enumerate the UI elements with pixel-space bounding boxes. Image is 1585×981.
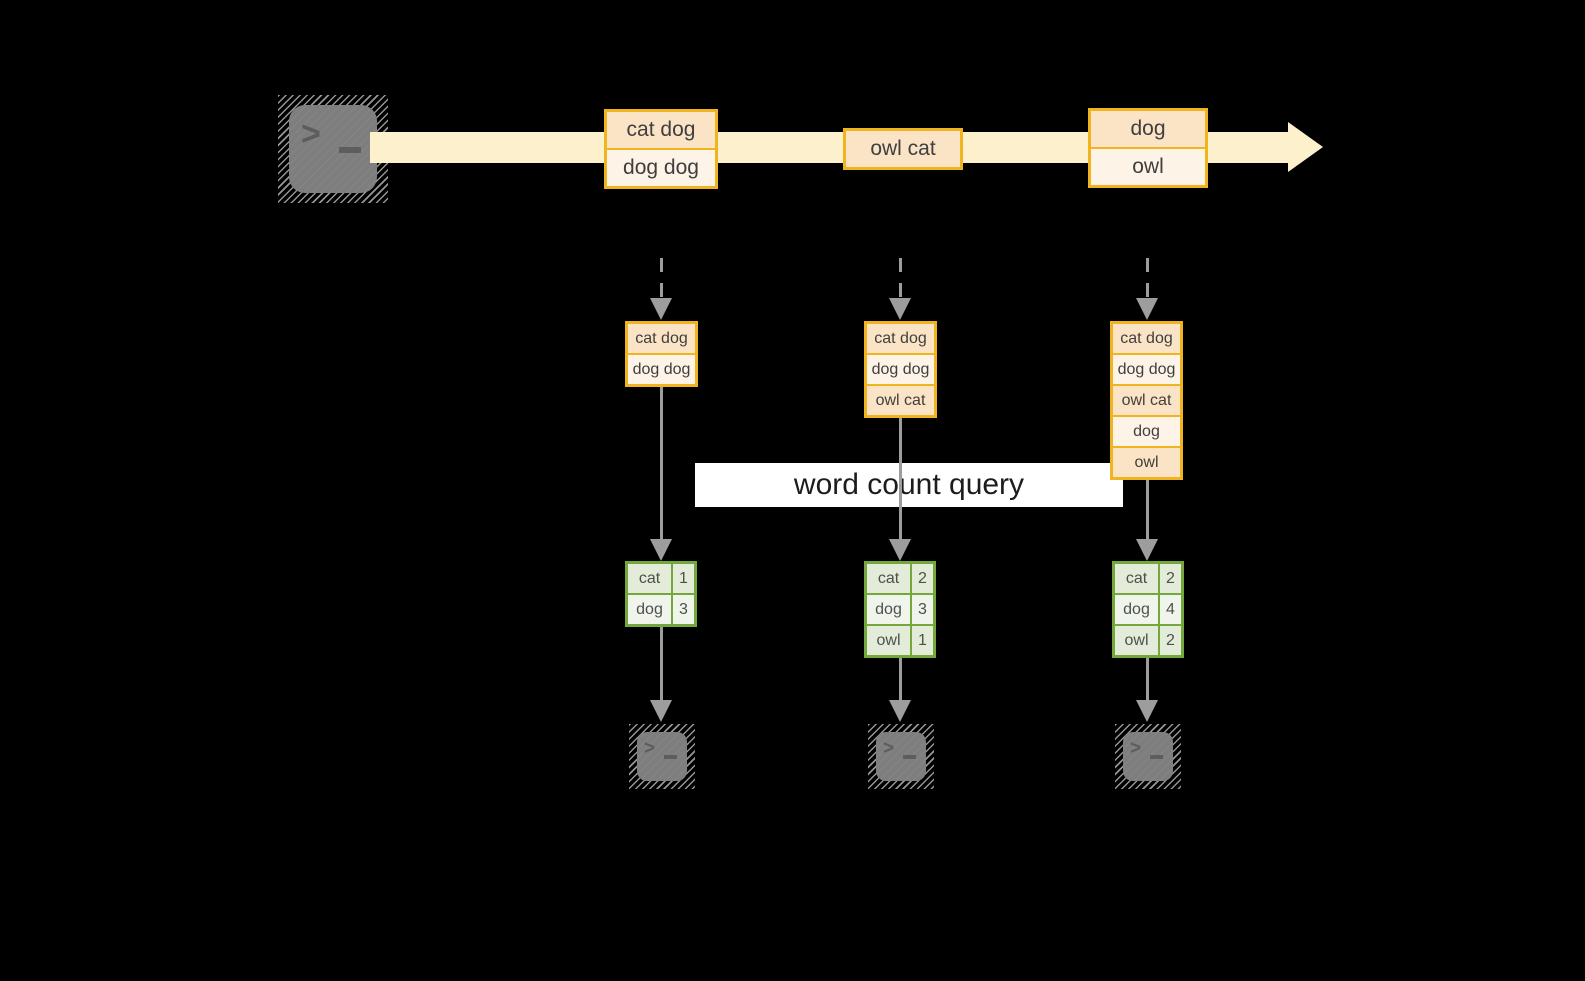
message: cat dog	[1113, 324, 1180, 353]
word-cell: owl	[1115, 626, 1158, 655]
message: owl cat	[1113, 386, 1180, 415]
word-cell: dog	[628, 595, 671, 624]
arrowhead-icon	[889, 298, 911, 320]
count-table-1: cat 1 dog 3	[625, 561, 697, 627]
word-cell: dog	[1115, 595, 1158, 624]
sink-terminal-icon-1: >	[629, 724, 695, 789]
table-row: cat 1	[628, 564, 694, 593]
table-row: owl 2	[1115, 626, 1181, 655]
terminal-cursor-icon	[1150, 755, 1163, 759]
table-row: dog 3	[867, 595, 933, 624]
message: cat dog	[867, 324, 934, 353]
count-cell: 2	[1160, 564, 1181, 593]
connector	[899, 658, 902, 700]
arrowhead-icon	[1136, 298, 1158, 320]
word-cell: cat	[1115, 564, 1158, 593]
table-row: dog 4	[1115, 595, 1181, 624]
count-table-3: cat 2 dog 4 owl 2	[1112, 561, 1184, 658]
terminal-icon: >	[289, 105, 377, 193]
terminal-prompt-icon: >	[1130, 738, 1142, 759]
message: dog dog	[607, 150, 715, 186]
connector	[1146, 658, 1149, 700]
message: cat dog	[607, 112, 715, 148]
arrowhead-icon	[650, 539, 672, 561]
terminal-cursor-icon	[903, 755, 916, 759]
connector	[660, 387, 663, 541]
table-row: cat 2	[867, 564, 933, 593]
terminal-cursor-icon	[664, 755, 677, 759]
terminal-prompt-icon: >	[644, 738, 656, 759]
message: owl cat	[846, 131, 960, 167]
message: owl cat	[867, 386, 934, 415]
input-stack-1: cat dog dog dog	[625, 321, 698, 387]
terminal-prompt-icon: >	[883, 738, 895, 759]
input-stack-2: cat dog dog dog owl cat	[864, 321, 937, 418]
stream-batch-2: owl cat	[843, 128, 963, 170]
message: dog	[1113, 417, 1180, 446]
terminal-prompt-icon: >	[301, 115, 321, 153]
terminal-icon: >	[1123, 732, 1173, 781]
arrowhead-icon	[1136, 539, 1158, 561]
word-cell: owl	[867, 626, 910, 655]
arrowhead-icon	[889, 539, 911, 561]
stream-batch-3: dog owl	[1088, 108, 1208, 188]
terminal-cursor-icon	[339, 147, 361, 153]
table-row: dog 3	[628, 595, 694, 624]
connector	[899, 418, 902, 541]
count-cell: 1	[912, 626, 933, 655]
input-stack-3: cat dog dog dog owl cat dog owl	[1110, 321, 1183, 480]
dashed-connector	[660, 258, 663, 298]
stream-arrowhead-icon	[1288, 122, 1323, 172]
arrowhead-icon	[889, 700, 911, 722]
message: dog dog	[867, 355, 934, 384]
message: dog dog	[1113, 355, 1180, 384]
count-cell: 2	[1160, 626, 1181, 655]
terminal-icon: >	[637, 732, 687, 781]
terminal-icon: >	[876, 732, 926, 781]
stream-batch-1: cat dog dog dog	[604, 109, 718, 189]
arrowhead-icon	[650, 298, 672, 320]
word-cell: dog	[867, 595, 910, 624]
table-row: owl 1	[867, 626, 933, 655]
arrowhead-icon	[650, 700, 672, 722]
message: owl	[1113, 448, 1180, 477]
table-row: cat 2	[1115, 564, 1181, 593]
query-banner-label: word count query	[793, 468, 1025, 501]
sink-terminal-icon-2: >	[868, 724, 934, 789]
query-banner: word count query	[695, 463, 1123, 507]
count-cell: 1	[673, 564, 694, 593]
source-terminal-icon: >	[278, 95, 388, 203]
count-cell: 3	[912, 595, 933, 624]
count-table-2: cat 2 dog 3 owl 1	[864, 561, 936, 658]
connector	[1146, 480, 1149, 541]
connector	[660, 627, 663, 700]
word-cell: cat	[867, 564, 910, 593]
count-cell: 2	[912, 564, 933, 593]
dashed-connector	[899, 258, 902, 298]
message: dog dog	[628, 355, 695, 384]
word-cell: cat	[628, 564, 671, 593]
arrowhead-icon	[1136, 700, 1158, 722]
count-cell: 4	[1160, 595, 1181, 624]
sink-terminal-icon-3: >	[1115, 724, 1181, 789]
count-cell: 3	[673, 595, 694, 624]
message: cat dog	[628, 324, 695, 353]
dashed-connector	[1146, 258, 1149, 298]
message: dog	[1091, 111, 1205, 147]
message: owl	[1091, 149, 1205, 185]
